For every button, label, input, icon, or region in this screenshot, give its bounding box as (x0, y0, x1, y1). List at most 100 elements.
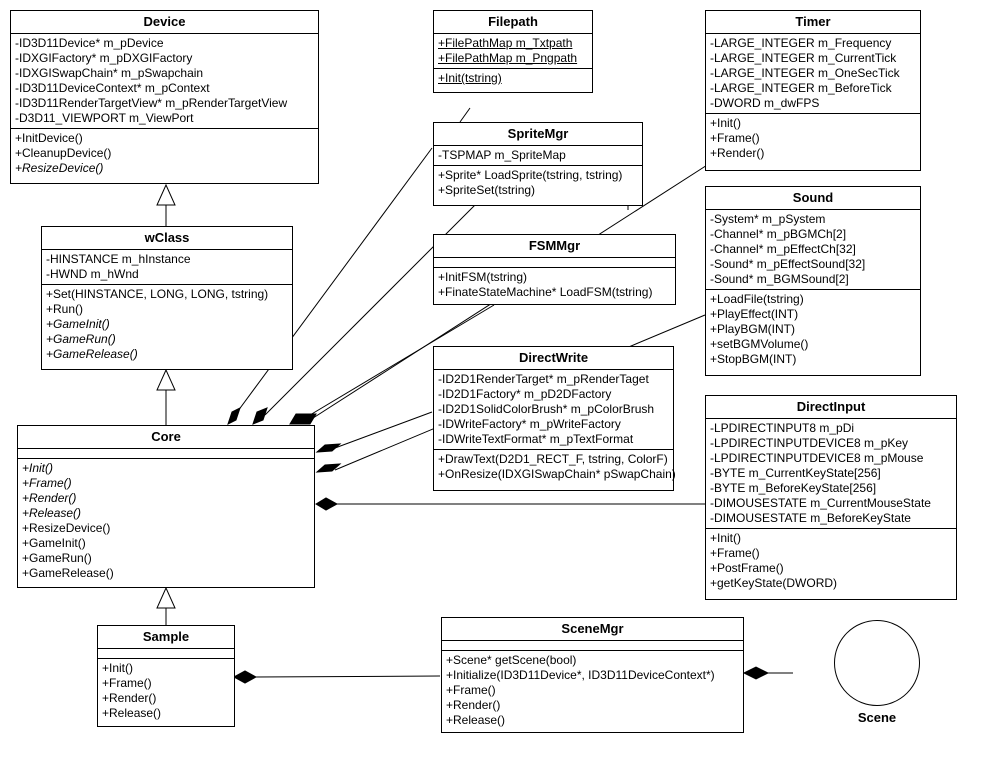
attribute: -LARGE_INTEGER m_OneSecTick (710, 66, 900, 80)
operation: +LoadFile(tstring) (710, 292, 804, 306)
attribute: -LPDIRECTINPUTDEVICE8 m_pMouse (710, 451, 924, 465)
attribute: -BYTE m_CurrentKeyState[256] (710, 466, 881, 480)
class-name: SceneMgr (442, 618, 743, 641)
operation: +Init() (710, 116, 742, 130)
operation: +DrawText(D2D1_RECT_F, tstring, ColorF) (438, 452, 668, 466)
composition-diamond-filepath (227, 407, 241, 425)
attribute: -Channel* m_pEffectCh[32] (710, 242, 856, 256)
attributes-section (434, 258, 675, 267)
composition-diamond-directinput (315, 497, 339, 511)
attribute: -Sound* m_pEffectSound[32] (710, 257, 866, 271)
attribute: -BYTE m_BeforeKeyState[256] (710, 481, 877, 495)
class-timer[interactable]: Timer -LARGE_INTEGER m_Frequency -LARGE_… (705, 10, 921, 171)
attribute: +FilePathMap m_Txtpath (438, 36, 573, 50)
attribute: -IDWriteTextFormat* m_pTextFormat (438, 432, 634, 446)
class-fsmmgr[interactable]: FSMMgr +InitFSM(tstring) +FinateStateMac… (433, 234, 676, 305)
attributes-section (18, 449, 314, 458)
class-name: Timer (706, 11, 920, 34)
operations-section: +Init() +Frame() +Render() +Release() +R… (18, 458, 314, 583)
operations-section: +Set(HINSTANCE, LONG, LONG, tstring) +Ru… (42, 284, 292, 364)
operation: +setBGMVolume() (710, 337, 809, 351)
inheritance-arrow-wclass (156, 368, 176, 391)
operation: +Scene* getScene(bool) (446, 653, 577, 667)
attribute: -IDXGIFactory* m_pDXGIFactory (15, 51, 193, 65)
class-name: Sample (98, 626, 234, 649)
composition-line-fsmmgr-1 (304, 304, 495, 419)
operation: +Frame() (446, 683, 496, 697)
operation: +PlayBGM(INT) (710, 322, 796, 336)
attributes-section: -HINSTANCE m_hInstance -HWND m_hWnd (42, 250, 292, 284)
attribute: -LARGE_INTEGER m_CurrentTick (710, 51, 897, 65)
operation: +CleanupDevice() (15, 146, 112, 160)
inheritance-arrow-core (156, 586, 176, 609)
operation: +InitFSM(tstring) (438, 270, 528, 284)
attributes-section: -LPDIRECTINPUT8 m_pDi -LPDIRECTINPUTDEVI… (706, 419, 956, 528)
attribute: -ID3D11RenderTargetView* m_pRenderTarget… (15, 96, 288, 110)
attribute: -DIMOUSESTATE m_CurrentMouseState (710, 496, 931, 510)
operation: +Frame() (102, 676, 152, 690)
attribute: -HINSTANCE m_hInstance (46, 252, 191, 266)
class-scenemgr[interactable]: SceneMgr +Scene* getScene(bool) +Initial… (441, 617, 744, 733)
class-wclass[interactable]: wClass -HINSTANCE m_hInstance -HWND m_hW… (41, 226, 293, 370)
operation: +ResizeDevice() (15, 161, 104, 175)
operation: +Run() (46, 302, 84, 316)
attributes-section: -LARGE_INTEGER m_Frequency -LARGE_INTEGE… (706, 34, 920, 113)
composition-diamond-scenemgr (742, 666, 770, 680)
operation: +Frame() (710, 546, 760, 560)
operation: +SpriteSet(tstring) (438, 183, 536, 197)
attribute: -LARGE_INTEGER m_Frequency (710, 36, 892, 50)
class-name: Filepath (434, 11, 592, 34)
attribute: -D3D11_VIEWPORT m_ViewPort (15, 111, 194, 125)
operation: +Release() (22, 506, 82, 520)
composition-line-directwrite (334, 411, 433, 449)
operation: +GameRelease() (22, 566, 114, 580)
class-name: DirectWrite (434, 347, 673, 370)
attributes-section: -ID2D1RenderTarget* m_pRenderTaget -ID2D… (434, 370, 673, 449)
class-name: Sound (706, 187, 920, 210)
attributes-section (442, 641, 743, 650)
class-name: Core (18, 426, 314, 449)
operation: +GameInit() (46, 317, 110, 331)
class-device[interactable]: Device -ID3D11Device* m_pDevice -IDXGIFa… (10, 10, 319, 184)
operation: +Init() (22, 461, 54, 475)
operation: +GameRun() (22, 551, 92, 565)
attributes-section: +FilePathMap m_Txtpath +FilePathMap m_Pn… (434, 34, 592, 68)
class-directinput[interactable]: DirectInput -LPDIRECTINPUT8 m_pDi -LPDIR… (705, 395, 957, 600)
attribute: -HWND m_hWnd (46, 267, 139, 281)
composition-diamond-spritemgr (252, 407, 268, 425)
operation: +Initialize(ID3D11Device*, ID3D11DeviceC… (446, 668, 715, 682)
operations-section: +Init(tstring) (434, 68, 592, 88)
attribute: -DWORD m_dwFPS (710, 96, 820, 110)
operation: +GameRelease() (46, 347, 138, 361)
attribute: -LPDIRECTINPUTDEVICE8 m_pKey (710, 436, 909, 450)
class-sample[interactable]: Sample +Init() +Frame() +Render() +Relea… (97, 625, 235, 727)
attribute: -ID2D1Factory* m_pD2DFactory (438, 387, 612, 401)
operations-section: +InitFSM(tstring) +FinateStateMachine* L… (434, 267, 675, 302)
class-filepath[interactable]: Filepath +FilePathMap m_Txtpath +FilePat… (433, 10, 593, 93)
attribute: +FilePathMap m_Pngpath (438, 51, 578, 65)
class-name: Device (11, 11, 318, 34)
class-name: DirectInput (706, 396, 956, 419)
class-core[interactable]: Core +Init() +Frame() +Render() +Release… (17, 425, 315, 588)
class-directwrite[interactable]: DirectWrite -ID2D1RenderTarget* m_pRende… (433, 346, 676, 491)
class-name: SpriteMgr (434, 123, 642, 146)
operation: +Render() (102, 691, 157, 705)
operations-section: +LoadFile(tstring) +PlayEffect(INT) +Pla… (706, 289, 920, 369)
operation: +Render() (446, 698, 501, 712)
operations-section: +Scene* getScene(bool) +Initialize(ID3D1… (442, 650, 743, 730)
attributes-section: -TSPMAP m_SpriteMap (434, 146, 642, 165)
operation: +Init() (102, 661, 134, 675)
operation: +Frame() (710, 131, 760, 145)
scene-circle[interactable] (834, 620, 920, 706)
attribute: -TSPMAP m_SpriteMap (438, 148, 566, 162)
attributes-section: -ID3D11Device* m_pDevice -IDXGIFactory* … (11, 34, 318, 128)
attribute: -ID3D11Device* m_pDevice (15, 36, 164, 50)
attribute: -ID2D1RenderTarget* m_pRenderTaget (438, 372, 649, 386)
composition-line-scenemgr (254, 675, 441, 678)
attribute: -LPDIRECTINPUT8 m_pDi (710, 421, 855, 435)
attribute: -DIMOUSESTATE m_BeforeKeyState (710, 511, 911, 525)
class-sound[interactable]: Sound -System* m_pSystem -Channel* m_pBG… (705, 186, 921, 376)
composition-diamond-timer (296, 413, 317, 425)
operation: +Render() (22, 491, 77, 505)
class-spritemgr[interactable]: SpriteMgr -TSPMAP m_SpriteMap +Sprite* L… (433, 122, 643, 206)
